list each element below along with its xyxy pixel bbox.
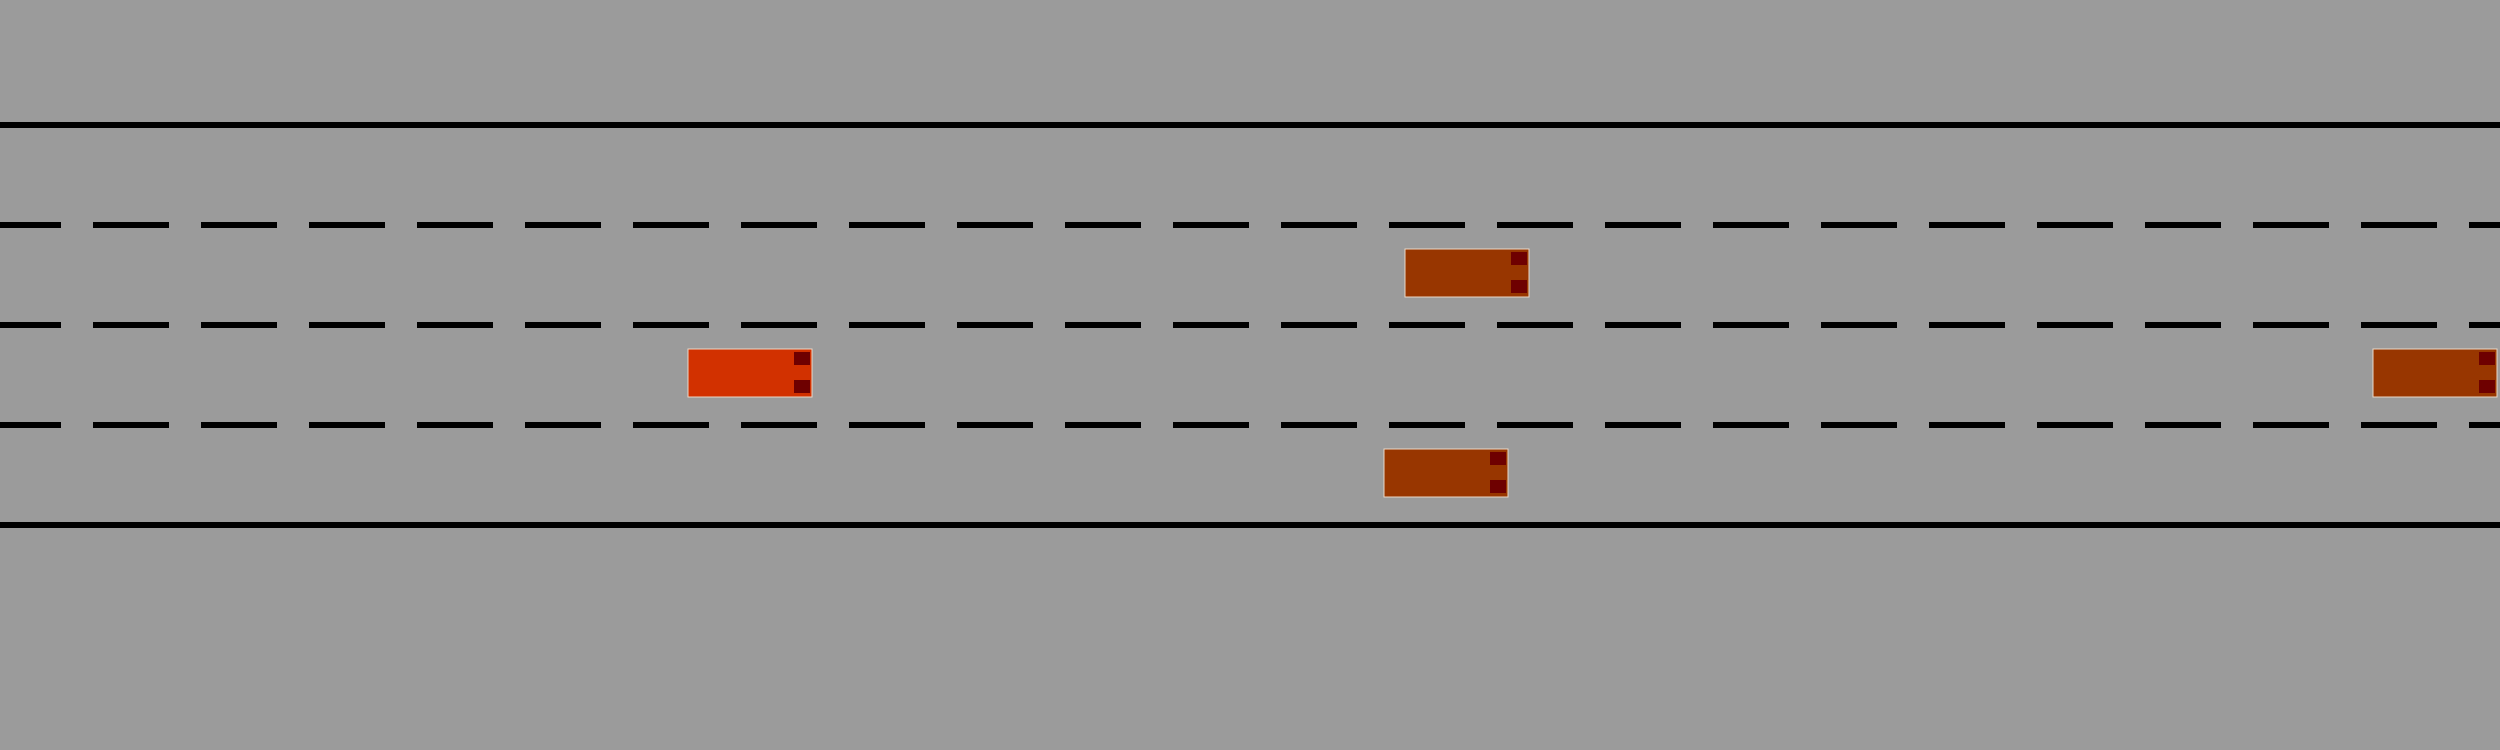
vehicle-body <box>687 348 813 398</box>
vehicle-light <box>1511 252 1527 265</box>
vehicle-light <box>794 380 810 393</box>
traffic-vehicle <box>2372 348 2498 398</box>
vehicle-body <box>1383 448 1509 498</box>
traffic-vehicle <box>1383 448 1509 498</box>
vehicle-light <box>2479 352 2495 365</box>
vehicle-light <box>1490 452 1506 465</box>
vehicle-light <box>1511 280 1527 293</box>
traffic-vehicle <box>1404 248 1530 298</box>
vehicle-light <box>1490 480 1506 493</box>
vehicle-light <box>794 352 810 365</box>
vehicle-body <box>1404 248 1530 298</box>
vehicle-body <box>2372 348 2498 398</box>
vehicle-light <box>2479 380 2495 393</box>
ego-vehicle <box>687 348 813 398</box>
